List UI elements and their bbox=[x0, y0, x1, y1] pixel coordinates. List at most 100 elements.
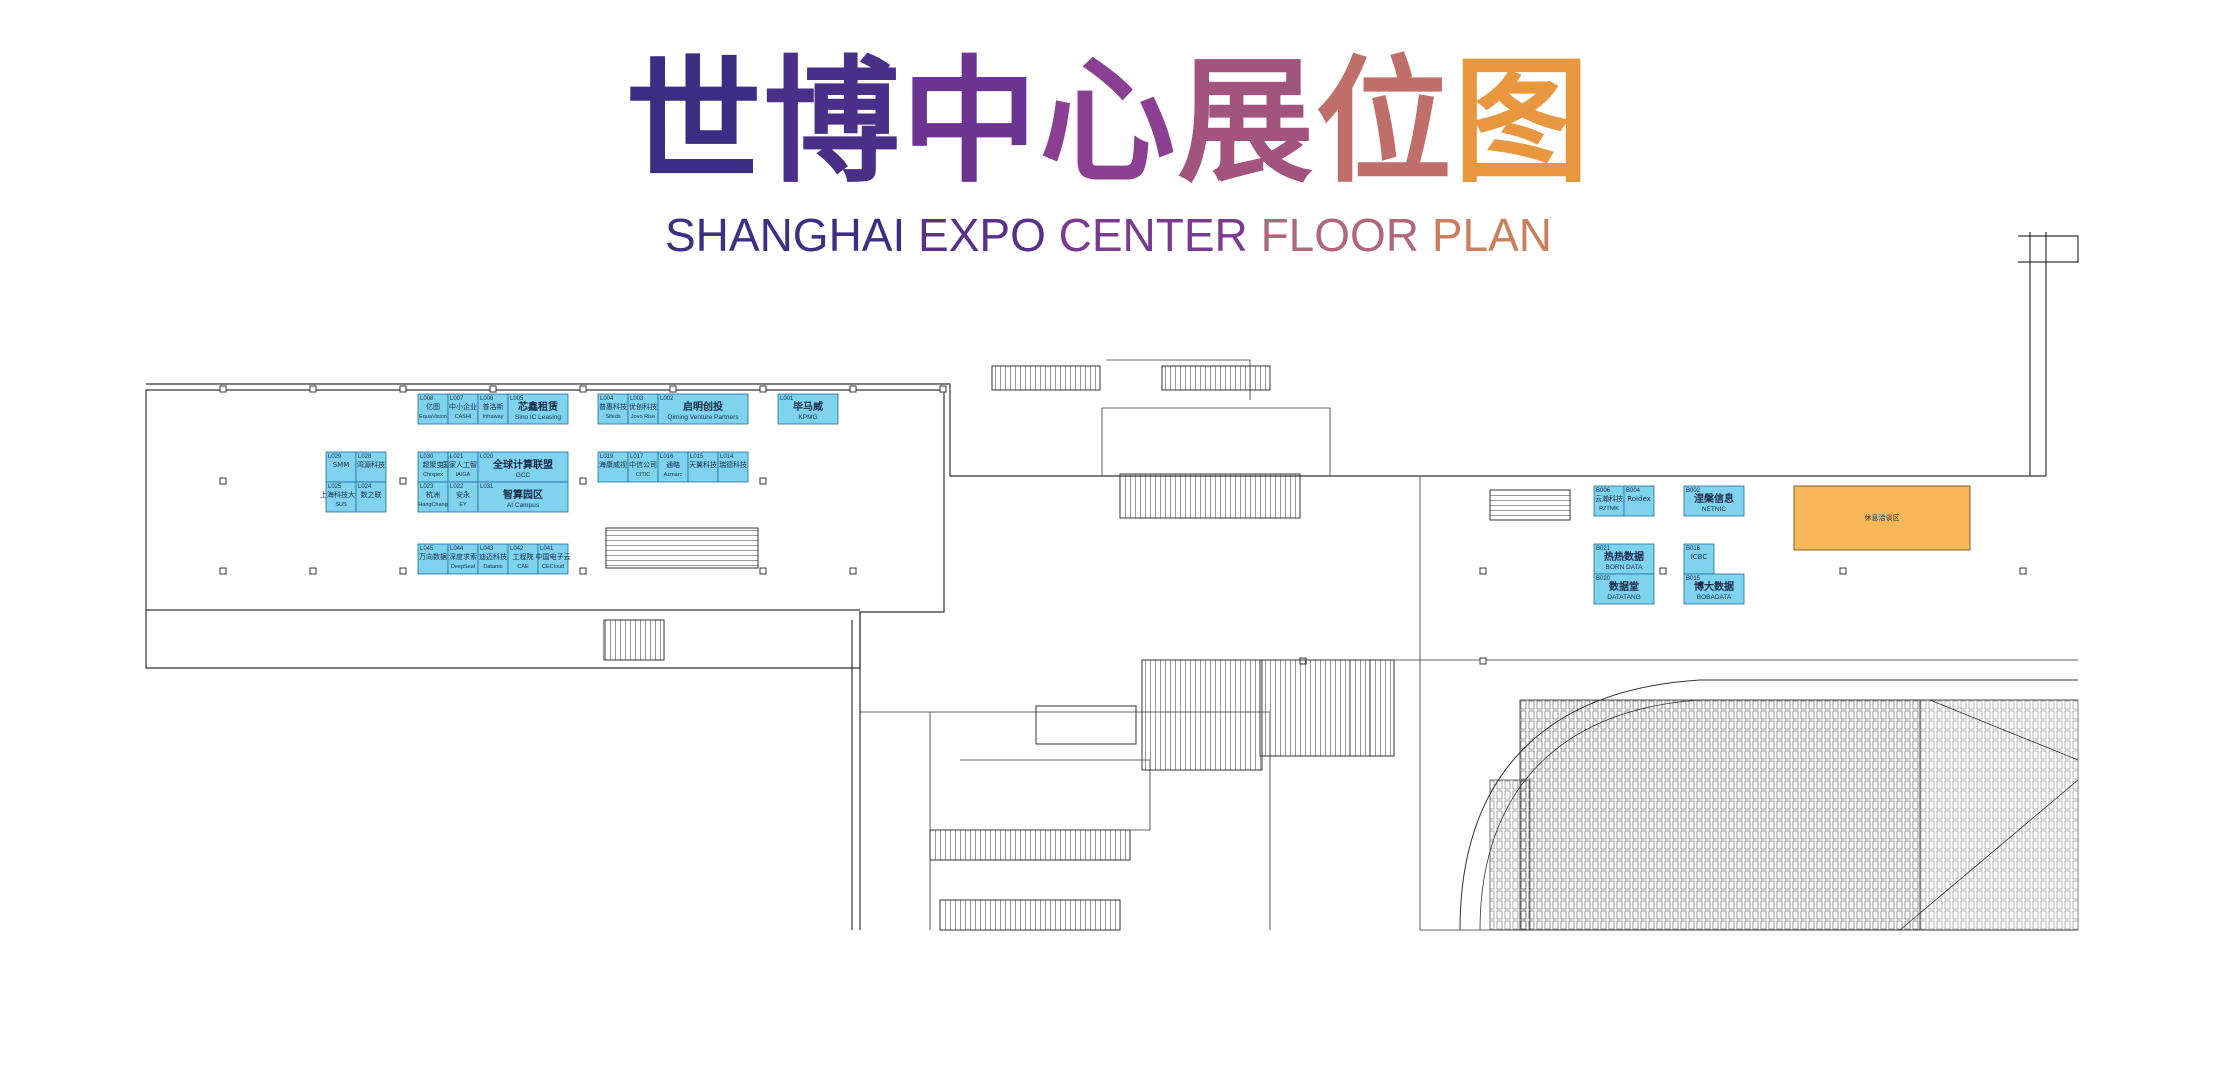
booth-name-en: BORN DATA bbox=[1606, 564, 1644, 571]
booth-code: L041 bbox=[540, 546, 554, 552]
booth-box bbox=[1593, 485, 1625, 517]
booth-box bbox=[1623, 485, 1655, 517]
booth-box bbox=[447, 451, 479, 483]
booth-name-en: EquaVision bbox=[419, 414, 447, 420]
booth-code: L002 bbox=[660, 396, 674, 402]
booth-code: L019 bbox=[600, 454, 614, 460]
booth-code: B015 bbox=[1686, 576, 1701, 582]
booth-name-en: AI Campus bbox=[507, 502, 540, 509]
booth-name-cn: 中小企业 bbox=[449, 402, 477, 411]
booth-name-en: CASHI bbox=[455, 414, 472, 420]
booth-code: B002 bbox=[1686, 488, 1701, 494]
booth-name-cn: 杭洲 bbox=[426, 490, 440, 499]
booth-code: L003 bbox=[630, 396, 644, 402]
booth-name-en: DATATANG bbox=[1607, 594, 1640, 601]
booth-name-cn: 亿图 bbox=[426, 402, 440, 411]
booth-name-cn: 国家人工智能 bbox=[442, 460, 484, 469]
booth-code: L024 bbox=[358, 484, 372, 490]
booth-box bbox=[1593, 543, 1655, 575]
booth-box bbox=[417, 393, 449, 425]
booth-code: L022 bbox=[450, 484, 464, 490]
booth-name-en: CITIC bbox=[636, 472, 650, 478]
booth-code: B006 bbox=[1596, 488, 1611, 494]
booth-name-cn: 毕马威 bbox=[793, 400, 823, 413]
booth-code: L028 bbox=[358, 454, 372, 460]
title-chinese: 世博中心展位图 bbox=[0, 55, 2217, 191]
booth-name-en: Qiming Venture Partners bbox=[667, 414, 739, 421]
booth-box bbox=[447, 393, 479, 425]
booth-name-cn: 中信公司 bbox=[629, 460, 657, 469]
booth-code: L029 bbox=[328, 454, 342, 460]
booth-code: L006 bbox=[480, 396, 494, 402]
booth-name-en: Jovo Rise bbox=[631, 414, 655, 420]
rest-area: 休息洽谈区 bbox=[1793, 485, 1971, 551]
booth-box bbox=[597, 451, 629, 483]
booth-name-en: CECloud bbox=[542, 564, 564, 570]
booth-name-cn: 天翼科技 bbox=[689, 460, 717, 469]
booth-box bbox=[537, 543, 569, 575]
booth-box bbox=[1683, 573, 1745, 605]
booth-name-cn: 热热数据 bbox=[1604, 550, 1644, 563]
title-en-word: SHANGHAI bbox=[665, 209, 919, 261]
booth-name-cn: 湾源科技 bbox=[357, 460, 385, 469]
booth-code: L044 bbox=[450, 546, 464, 552]
booth-name-cn: SMM bbox=[333, 461, 350, 469]
booth-code: B004 bbox=[1626, 488, 1641, 494]
booth-name-en: Azmarc bbox=[664, 472, 683, 478]
booth-code: L043 bbox=[480, 546, 494, 552]
booth-name-cn: 数之联 bbox=[361, 490, 382, 499]
booth-name-en: DeepSeal bbox=[451, 564, 475, 570]
booth-name-cn: 芯鑫租赁 bbox=[518, 400, 558, 413]
booth-box bbox=[355, 481, 387, 513]
booth-code: L016 bbox=[660, 454, 674, 460]
title-en-word: FLOOR bbox=[1260, 209, 1432, 261]
booth-name-en: Infraway bbox=[483, 414, 504, 420]
booth-name-cn: 海康威视 bbox=[599, 460, 627, 469]
booth-box bbox=[477, 393, 509, 425]
booth-name-cn: 普惠科技 bbox=[599, 402, 627, 411]
booth-code: L025 bbox=[328, 484, 342, 490]
booth-box bbox=[657, 393, 749, 425]
booth-code: L014 bbox=[720, 454, 734, 460]
title-zh-char: 世 bbox=[625, 44, 764, 202]
booth-name-cn: 普洛斯 bbox=[483, 402, 504, 411]
booth-name-cn: Roidex bbox=[1627, 495, 1651, 503]
booth-box bbox=[417, 481, 449, 513]
booth-code: L030 bbox=[420, 454, 434, 460]
